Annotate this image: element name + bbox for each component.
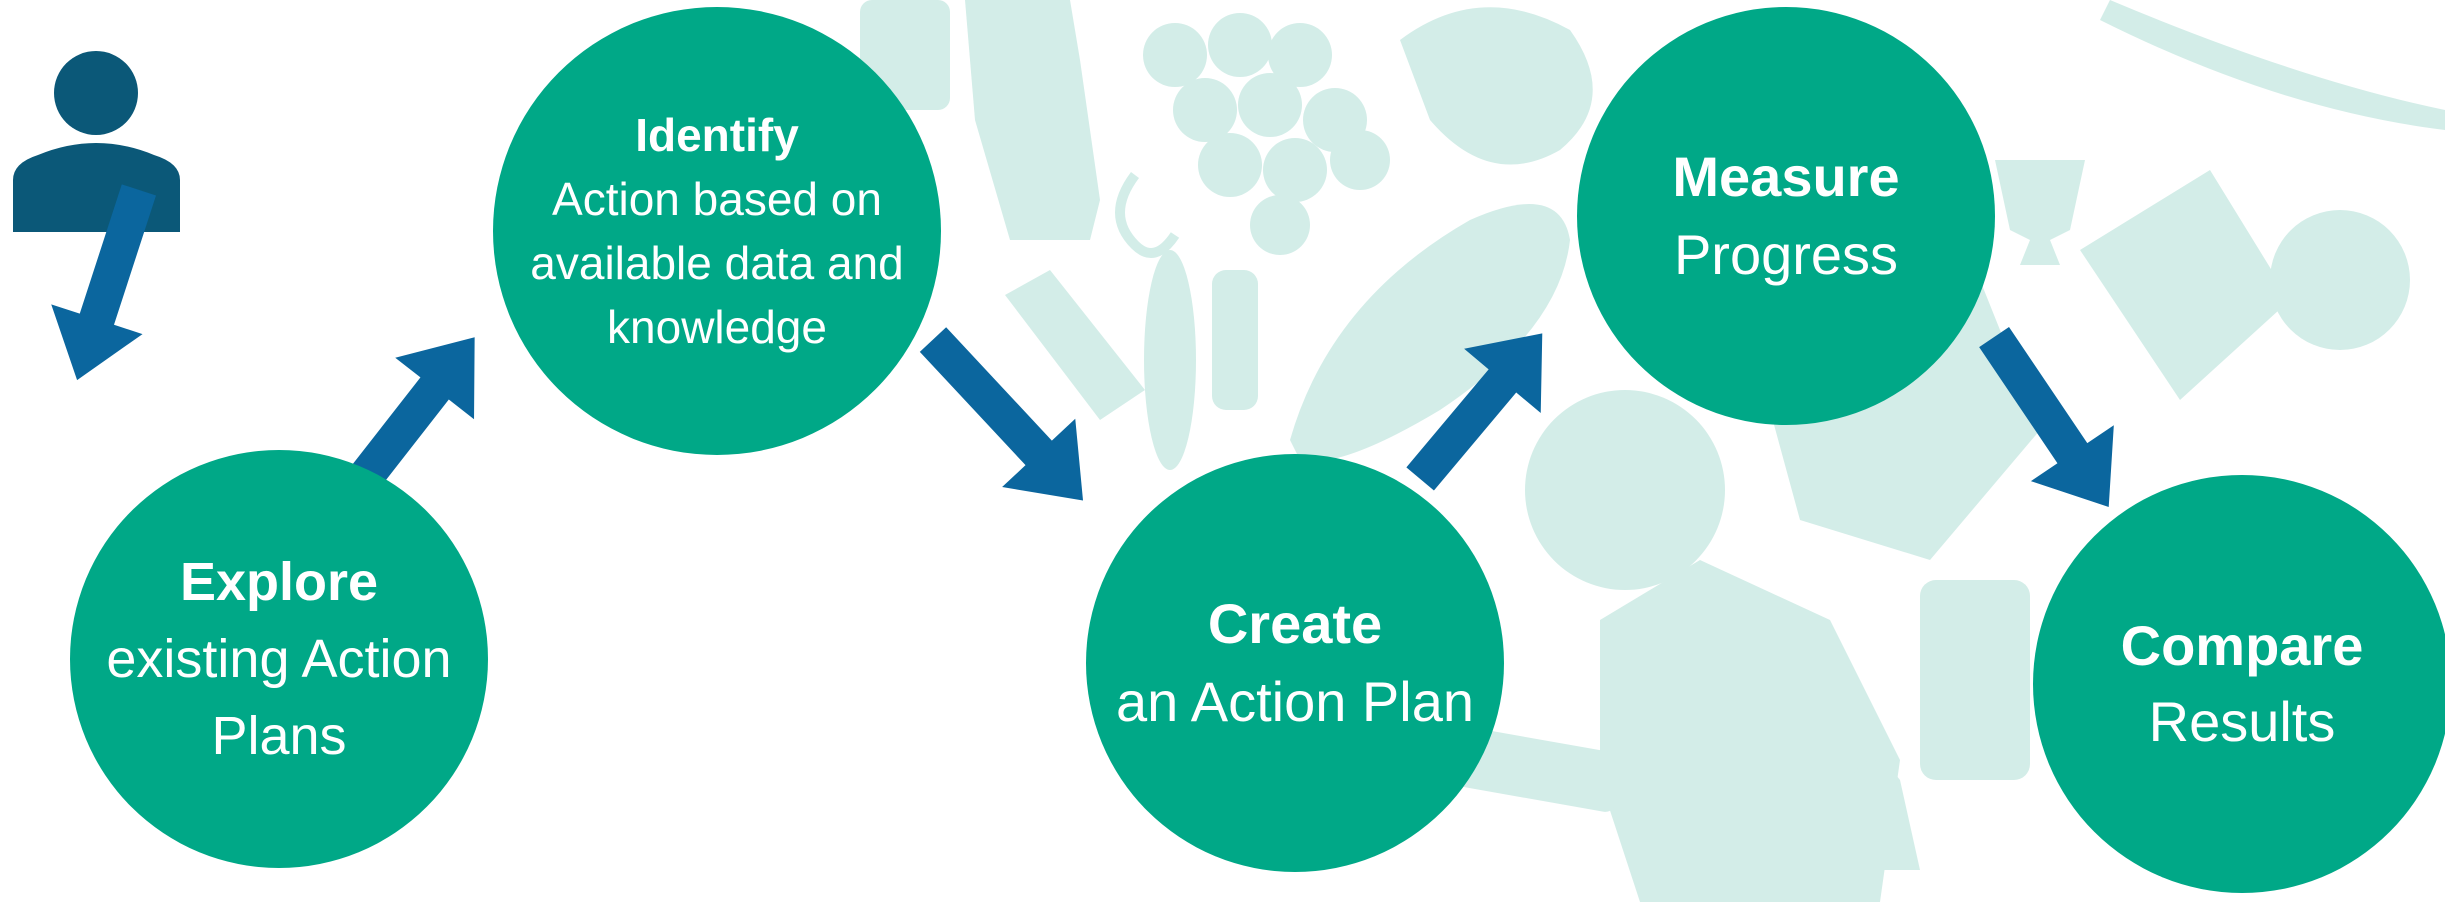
step-compare-circle: Compare Results bbox=[2033, 475, 2445, 893]
step-title: Measure bbox=[1672, 145, 1900, 208]
bottle-bottom-silhouette bbox=[1457, 728, 1623, 812]
hook-silhouette bbox=[1115, 172, 1180, 258]
step-description: existing Action Plans bbox=[106, 628, 452, 766]
step-explore-circle: Explore existing Action Plans bbox=[70, 450, 488, 868]
lure-silhouette bbox=[1144, 250, 1196, 470]
bottle-silhouette bbox=[965, 0, 1100, 240]
arrow-explore-to-identify bbox=[340, 337, 475, 503]
step-description: Progress bbox=[1673, 223, 1899, 286]
step-title: Create bbox=[1207, 592, 1383, 655]
arrow-user-to-explore bbox=[51, 184, 157, 381]
step-description: an Action Plan bbox=[1115, 670, 1475, 733]
step-title: Compare bbox=[2120, 614, 2364, 677]
fish-silhouette bbox=[1400, 7, 1593, 165]
board-silhouette bbox=[1290, 204, 1570, 462]
ring-silhouette bbox=[2296, 256, 2354, 324]
step-title: Explore bbox=[179, 551, 379, 612]
step-identify-circle: Identify Action based on available data … bbox=[493, 7, 941, 455]
ball-silhouette bbox=[1525, 390, 1725, 590]
cup-silhouette bbox=[1995, 160, 2085, 265]
step-description: Results bbox=[2148, 690, 2336, 753]
small-bottle-silhouette bbox=[1212, 270, 1258, 410]
canister-silhouette bbox=[1920, 580, 2030, 780]
grapes-silhouette bbox=[1143, 13, 1390, 255]
step-create-circle: Create an Action Plan bbox=[1086, 454, 1504, 872]
arrow-create-to-measure bbox=[1406, 333, 1543, 491]
user-icon bbox=[13, 51, 180, 232]
step-description: Action based on available data and knowl… bbox=[530, 173, 904, 353]
net-silhouette bbox=[2080, 170, 2290, 400]
step-measure-circle: Measure Progress bbox=[1577, 7, 1995, 425]
large-bottle-silhouette bbox=[1600, 560, 1900, 902]
arrow-identify-to-create bbox=[919, 327, 1084, 501]
step-title: Identify bbox=[635, 109, 799, 161]
arrow-measure-to-compare bbox=[1979, 327, 2114, 508]
rope-silhouette bbox=[2100, 0, 2445, 130]
small-bag-silhouette bbox=[1830, 760, 1920, 870]
lighter-silhouette bbox=[1005, 270, 1145, 420]
